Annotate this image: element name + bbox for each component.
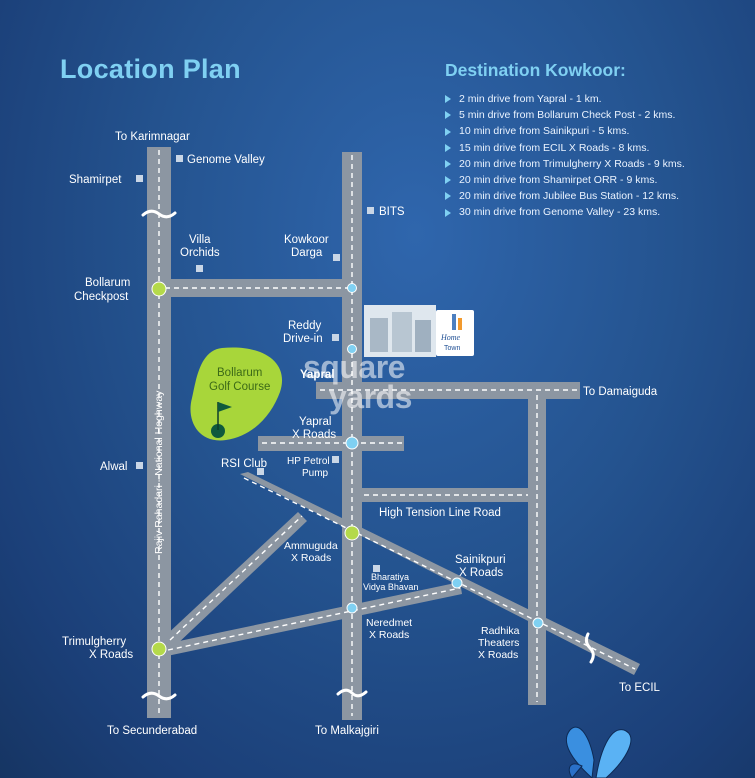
destination-panel: Destination Kowkoor: 2 min drive from Ya… xyxy=(445,60,745,221)
label-kowkoor: Kowkoor xyxy=(284,234,329,246)
junction-bollarum xyxy=(151,281,167,297)
list-item: 2 min drive from Yapral - 1 km. xyxy=(445,91,745,107)
list-item: 20 min drive from Jubilee Bus Station - … xyxy=(445,188,745,204)
label-bits: BITS xyxy=(379,206,405,218)
marker-icon xyxy=(332,456,339,463)
label-neredmet-1: Neredmet xyxy=(366,617,412,629)
label-darga: Darga xyxy=(291,247,323,259)
arrow-icon xyxy=(445,192,451,201)
label-to-damaiguda: To Damaiguda xyxy=(583,386,658,398)
label-trimulgherry-2: X Roads xyxy=(89,649,133,661)
label-alwal: Alwal xyxy=(100,461,127,473)
landmark-markers xyxy=(136,155,380,572)
label-highway: Rajiv Rahadari - National Hoghway xyxy=(153,390,165,554)
junctions xyxy=(151,281,544,657)
golf-course xyxy=(190,347,283,441)
logo-text-town: Town xyxy=(444,345,460,352)
junction-radhika xyxy=(532,617,544,629)
label-ammuguda-1: Ammuguda xyxy=(284,540,338,552)
project-logo xyxy=(436,310,474,356)
golf-course-area xyxy=(190,347,283,441)
label-hp-1: HP Petrol xyxy=(287,456,330,467)
junction-reddy xyxy=(347,344,357,354)
label-yapral-x-1: Yapral xyxy=(299,416,331,428)
project-building: Home Town xyxy=(364,305,474,357)
label-to-malkajgiri: To Malkajgiri xyxy=(315,725,379,737)
label-orchids: Orchids xyxy=(180,247,220,259)
marker-icon xyxy=(373,565,380,572)
map-labels: To Karimnagar Genome Valley Shamirpet BI… xyxy=(62,131,661,737)
label-trimulgherry-1: Trimulgherry xyxy=(62,636,126,648)
junction-sainikpuri xyxy=(451,577,463,589)
page-title: Location Plan xyxy=(60,54,241,84)
label-reddy: Reddy xyxy=(288,320,321,332)
label-bollarum: Bollarum xyxy=(85,277,130,289)
junction-kowkoor xyxy=(347,283,357,293)
marker-icon xyxy=(136,175,143,182)
label-rsi-club: RSI Club xyxy=(221,458,267,470)
marker-icon xyxy=(176,155,183,162)
label-genome-valley: Genome Valley xyxy=(187,154,265,166)
label-to-secunderabad: To Secunderabad xyxy=(107,725,197,737)
label-yapral: Yapral xyxy=(300,369,335,381)
arrow-icon xyxy=(445,95,451,104)
label-yapral-x-2: X Roads xyxy=(292,429,336,441)
label-golf-2: Golf Course xyxy=(209,381,270,393)
label-to-karimnagar: To Karimnagar xyxy=(115,131,190,143)
logo-text-home: Home xyxy=(440,333,461,342)
label-hp-2: Pump xyxy=(302,468,329,479)
junction-neredmet xyxy=(346,602,358,614)
label-bharatiya-1: Bharatiya xyxy=(371,572,409,582)
marker-icon xyxy=(136,462,143,469)
butterfly-icon xyxy=(565,726,632,778)
label-checkpost: Checkpost xyxy=(74,291,129,303)
label-golf-1: Bollarum xyxy=(217,367,262,379)
golf-hole-icon xyxy=(211,424,225,438)
arrow-icon xyxy=(445,208,451,217)
junction-ammuguda xyxy=(344,525,360,541)
arrow-icon xyxy=(445,127,451,136)
label-to-ecil: To ECIL xyxy=(619,682,661,694)
label-villa: Villa xyxy=(189,234,211,246)
marker-icon xyxy=(367,207,374,214)
marker-icon xyxy=(332,334,339,341)
list-item: 30 min drive from Genome Valley - 23 kms… xyxy=(445,204,745,220)
yapral-x-road xyxy=(258,436,404,451)
watermark: square yards xyxy=(303,349,412,415)
label-sainikpuri-2: X Roads xyxy=(459,567,503,579)
arrow-icon xyxy=(445,160,451,169)
destination-heading: Destination Kowkoor: xyxy=(445,60,626,80)
junction-yapral xyxy=(345,436,359,450)
label-drive-in: Drive-in xyxy=(283,333,323,345)
destination-list: 2 min drive from Yapral - 1 km. 5 min dr… xyxy=(445,91,745,221)
label-radhika-3: X Roads xyxy=(478,649,518,661)
label-shamirpet: Shamirpet xyxy=(69,174,122,186)
label-high-tension: High Tension Line Road xyxy=(379,507,501,519)
label-radhika-1: Radhika xyxy=(481,625,520,637)
arrow-icon xyxy=(445,176,451,185)
marker-icon xyxy=(333,254,340,261)
arrow-icon xyxy=(445,143,451,152)
label-ammuguda-2: X Roads xyxy=(291,552,331,564)
road-markings xyxy=(158,150,636,716)
label-neredmet-2: X Roads xyxy=(369,629,409,641)
marker-icon xyxy=(196,265,203,272)
list-item: 5 min drive from Bollarum Check Post - 2… xyxy=(445,107,745,123)
marker-icon xyxy=(257,468,264,475)
label-sainikpuri-1: Sainikpuri xyxy=(455,554,506,566)
road-breaks xyxy=(141,209,595,701)
label-radhika-2: Theaters xyxy=(478,637,519,649)
list-item: 20 min drive from Trimulgherry X Roads -… xyxy=(445,156,745,172)
junction-trimulgherry xyxy=(151,641,167,657)
label-bharatiya-2: Vidya Bhavan xyxy=(363,582,418,592)
list-item: 15 min drive from ECIL X Roads - 8 kms. xyxy=(445,140,745,156)
arrow-icon xyxy=(445,111,451,120)
list-item: 10 min drive from Sainikpuri - 5 kms. xyxy=(445,123,745,139)
list-item: 20 min drive from Shamirpet ORR - 9 kms. xyxy=(445,172,745,188)
flag-icon xyxy=(218,402,232,412)
